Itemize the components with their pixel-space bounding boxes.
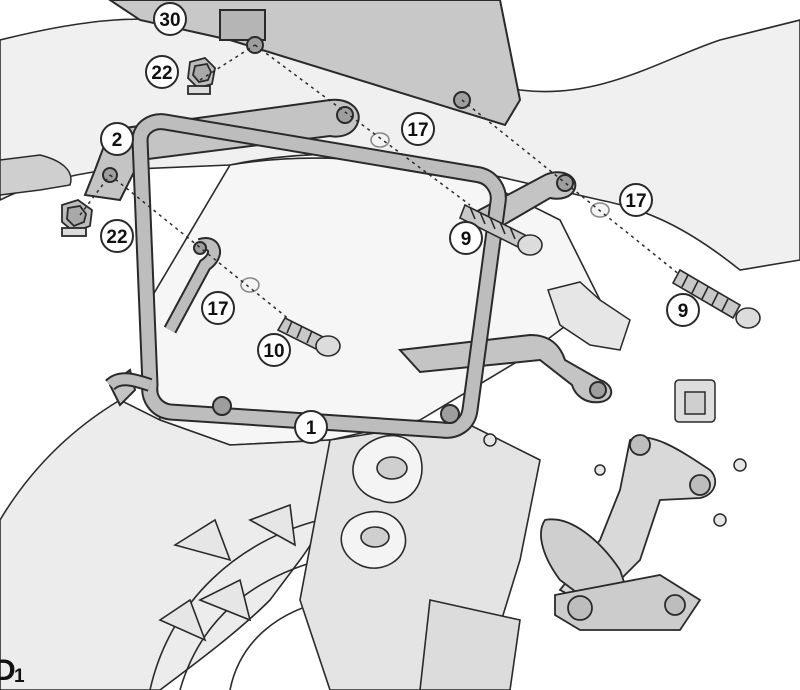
callout-22-upper-number: 22 — [151, 63, 172, 84]
callout-9-lower: 9 — [666, 293, 700, 327]
callout-17-top-number: 17 — [407, 120, 428, 141]
bracket-30 — [108, 0, 522, 127]
callout-9-upper: 9 — [449, 221, 483, 255]
callout-30-number: 30 — [159, 10, 180, 31]
rear-wheel — [149, 503, 331, 690]
callout-10: 10 — [257, 333, 291, 367]
callout-9-lower-number: 9 — [678, 301, 689, 322]
bolt-10 — [276, 316, 341, 357]
callout-17-right-number: 17 — [625, 191, 646, 212]
figure-label-subscript: 1 — [14, 666, 25, 687]
nut-22-upper — [187, 56, 216, 95]
figure-label-letter: D — [0, 654, 16, 687]
callout-22-upper: 22 — [145, 55, 179, 89]
callout-22-lower: 22 — [100, 219, 134, 253]
callout-17-top: 17 — [401, 112, 435, 146]
bolt-9-upper — [458, 203, 543, 256]
side-frame-1 — [105, 113, 507, 439]
lower-support-arm — [108, 333, 613, 407]
bolt-9-lower — [671, 268, 761, 329]
callout-17-left: 17 — [201, 291, 235, 325]
callout-2-number: 2 — [112, 130, 123, 151]
callout-2: 2 — [100, 122, 134, 156]
callout-1: 1 — [294, 410, 328, 444]
callout-22-lower-number: 22 — [106, 227, 127, 248]
footpeg-bracket — [540, 434, 717, 631]
callout-30: 30 — [153, 2, 187, 36]
figure-label: D 1 — [0, 654, 25, 687]
callout-17-right: 17 — [619, 183, 653, 217]
callout-10-number: 10 — [263, 341, 284, 362]
frame-details — [0, 154, 747, 527]
nut-22-lower — [61, 199, 93, 237]
callout-9-upper-number: 9 — [461, 229, 472, 250]
swingarm — [299, 419, 541, 690]
assembly-lines — [79, 44, 681, 321]
callout-1-number: 1 — [306, 418, 317, 439]
callout-17-left-number: 17 — [207, 299, 228, 320]
